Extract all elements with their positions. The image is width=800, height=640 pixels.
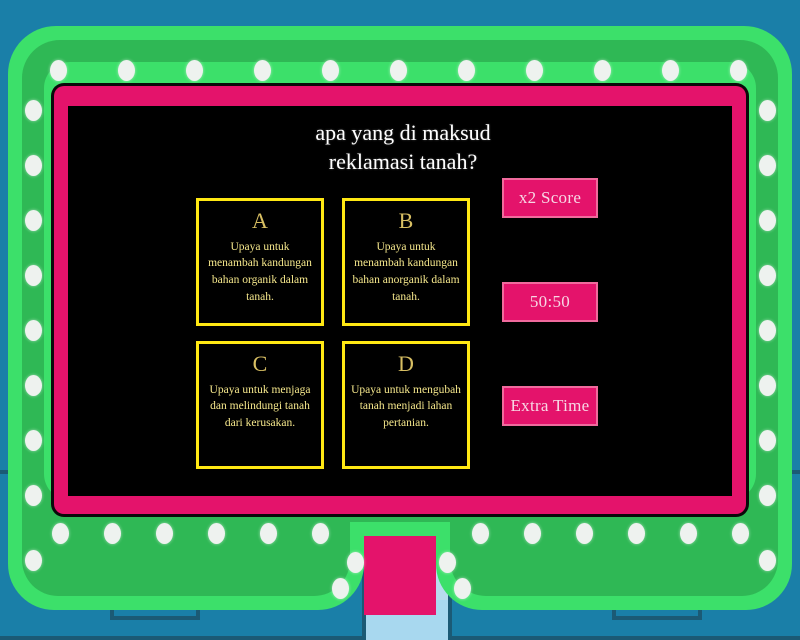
marquee-bulb	[186, 60, 203, 81]
marquee-bulb	[25, 320, 42, 341]
marquee-bulb	[759, 550, 776, 571]
question-text: apa yang di maksud reklamasi tanah?	[168, 118, 638, 176]
marquee-bulb	[526, 60, 543, 81]
marquee-bulb	[759, 265, 776, 286]
quiz-screen: apa yang di maksud reklamasi tanah? A Up…	[68, 106, 732, 496]
marquee-bulb	[472, 523, 489, 544]
marquee-bulb	[390, 60, 407, 81]
marquee-bulb	[759, 485, 776, 506]
marquee-bulb	[25, 210, 42, 231]
marquee-bulb	[759, 430, 776, 451]
marquee-bulb	[759, 210, 776, 231]
answer-option-a[interactable]: A Upaya untuk menambah kandungan bahan o…	[196, 198, 324, 326]
marquee-bulb	[759, 375, 776, 396]
powerup-x2-score[interactable]: x2 Score	[502, 178, 598, 218]
marquee-bulb	[730, 60, 747, 81]
powerup-fifty-fifty-label: 50:50	[529, 292, 571, 311]
answer-text-a: Upaya untuk menambah kandungan bahan org…	[208, 240, 312, 303]
answer-option-c[interactable]: C Upaya untuk menjaga dan melindungi tan…	[196, 341, 324, 469]
marquee-bulb	[759, 100, 776, 121]
marquee-bulb	[208, 523, 225, 544]
marquee-bulb	[25, 375, 42, 396]
marquee-bulb	[52, 523, 69, 544]
marquee-bulb	[104, 523, 121, 544]
marquee-bulb	[458, 60, 475, 81]
marquee-bulb	[680, 523, 697, 544]
question-line-2: reklamasi tanah?	[328, 149, 478, 175]
marquee-bulb	[322, 60, 339, 81]
powerup-x2-score-label: x2 Score	[518, 188, 582, 207]
marquee-bulb	[594, 60, 611, 81]
marquee-bulb	[347, 552, 364, 573]
answer-option-b[interactable]: B Upaya untuk menambah kandungan bahan a…	[342, 198, 470, 326]
answer-letter-b: B	[398, 208, 414, 233]
marquee-bulb	[759, 155, 776, 176]
marquee-bulb	[25, 550, 42, 571]
marquee-bulb	[25, 430, 42, 451]
powerup-extra-time[interactable]: Extra Time	[502, 386, 598, 426]
marquee-bulb	[759, 320, 776, 341]
marquee-bulb	[454, 578, 471, 599]
marquee-bulb	[25, 100, 42, 121]
marquee-bulb	[25, 265, 42, 286]
answer-text-c: Upaya untuk menjaga dan melindungi tanah…	[209, 383, 311, 429]
answer-letter-c: C	[252, 351, 268, 376]
marquee-bulb	[25, 485, 42, 506]
answer-letter-d: D	[398, 351, 414, 376]
answer-letter-a: A	[252, 208, 268, 233]
marquee-bulb	[732, 523, 749, 544]
powerup-extra-time-label: Extra Time	[510, 396, 590, 415]
marquee-bulb	[524, 523, 541, 544]
question-line-1: apa yang di maksud	[315, 120, 491, 145]
answer-option-d[interactable]: D Upaya untuk mengubah tanah menjadi lah…	[342, 341, 470, 469]
marquee-bulb	[118, 60, 135, 81]
marquee-bulb	[260, 523, 277, 544]
marquee-bulb	[25, 155, 42, 176]
marquee-bulb	[662, 60, 679, 81]
answer-text-b: Upaya untuk menambah kandungan bahan ano…	[352, 240, 460, 303]
marquee-bulb	[50, 60, 67, 81]
powerup-fifty-fifty[interactable]: 50:50	[502, 282, 598, 322]
marquee-bulb	[439, 552, 456, 573]
marquee-bulb	[576, 523, 593, 544]
marquee-bulb	[332, 578, 349, 599]
marquee-bulb	[254, 60, 271, 81]
marquee-bulb	[312, 523, 329, 544]
marquee-bulb	[156, 523, 173, 544]
answer-text-d: Upaya untuk mengubah tanah menjadi lahan…	[351, 383, 461, 429]
marquee-bulb	[628, 523, 645, 544]
